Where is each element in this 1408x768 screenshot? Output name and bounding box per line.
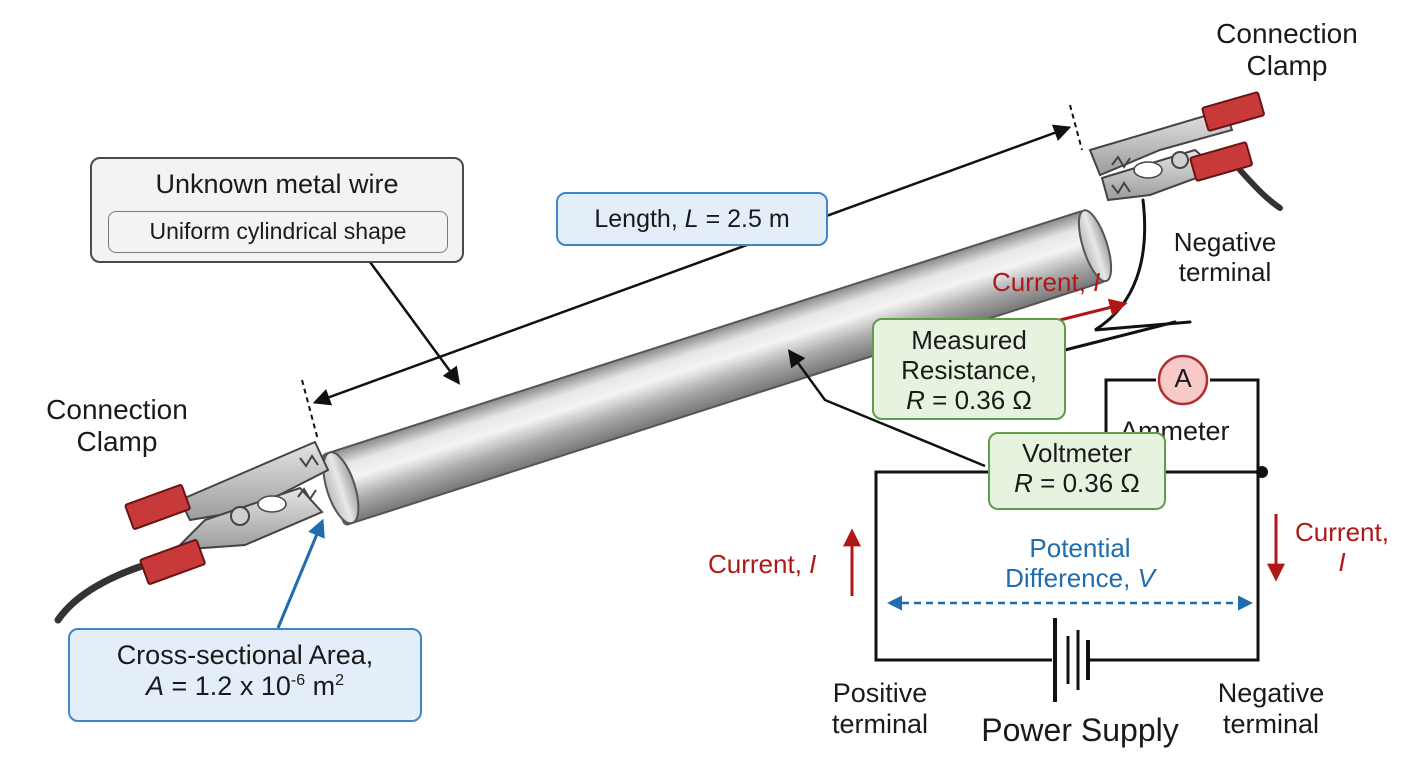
wire-subtitle: Uniform cylindrical shape (108, 211, 448, 253)
potential-line2: Difference, V (960, 562, 1200, 594)
right-clamp-label-line1: Connection (1216, 18, 1358, 49)
bottom-positive-terminal-label: Positive terminal (810, 678, 950, 740)
wire-label-box: Unknown metal wire Uniform cylindrical s… (90, 157, 464, 263)
measured-value: = 0.36 Ω (924, 384, 1032, 415)
current-label-top: Current, I (992, 267, 1101, 298)
right-clamp-label: Connection Clamp (1192, 18, 1382, 82)
area-pointer (276, 518, 325, 629)
length-value: = 2.5 m (698, 205, 790, 233)
voltmeter-pointer (787, 349, 986, 468)
wire-label-pointer (368, 261, 461, 385)
voltmeter-title: Voltmeter (1022, 438, 1132, 468)
area-value-line: A = 1.2 x 10-6 m2 (70, 671, 420, 702)
right-cable (1237, 167, 1283, 211)
left-clamp (124, 440, 330, 585)
lead-wire-2 (1063, 320, 1177, 352)
current-label-right: Current, I (1282, 517, 1402, 578)
area-title: Cross-sectional Area, (116, 640, 374, 670)
left-clamp-label-line1: Connection (46, 394, 188, 425)
bottom-negative-line1: Negative (1217, 678, 1325, 708)
left-clamp-label-line2: Clamp (76, 426, 158, 458)
area-unit: m (305, 671, 336, 702)
current-top-symbol: I (1093, 267, 1101, 297)
circuit (874, 378, 1260, 702)
area-value: = 1.2 x 10 (164, 671, 291, 702)
wire-title: Unknown metal wire (155, 169, 399, 199)
length-arrow (312, 124, 1072, 406)
left-clamp-label: Connection Clamp (22, 394, 212, 458)
ammeter-symbol (1157, 354, 1209, 406)
length-extension-left (301, 379, 319, 441)
area-symbol: A (146, 671, 165, 702)
lead-wire (1094, 198, 1192, 332)
bottom-negative-terminal-label: Negative terminal (1196, 678, 1346, 740)
bottom-positive-line1: Positive (832, 678, 928, 708)
left-cable (54, 558, 159, 624)
measured-symbol: R (906, 384, 925, 415)
length-label: Length, L = 2.5 m (556, 192, 828, 246)
circuit-junction (1256, 466, 1268, 478)
current-right-line1: Current, (1295, 517, 1389, 547)
top-negative-line2: terminal (1178, 256, 1272, 287)
ammeter-symbol-label: A (1174, 363, 1192, 393)
measured-value-line: R = 0.36 Ω (874, 384, 1064, 416)
current-left-prefix: Current, (708, 549, 810, 579)
current-left-symbol: I (809, 549, 817, 579)
measured-line1: Measured (911, 325, 1027, 355)
current-top-prefix: Current, (992, 267, 1094, 297)
area-exponent: -6 (290, 672, 306, 690)
length-prefix: Length, (594, 205, 685, 233)
top-negative-line1: Negative (1173, 227, 1277, 257)
area-unit-exponent: 2 (335, 672, 344, 690)
voltmeter-value: = 0.36 Ω (1032, 467, 1140, 498)
measured-resistance-box: Measured Resistance, R = 0.36 Ω (872, 318, 1066, 420)
current-right-symbol: I (1338, 546, 1346, 577)
measured-line2: Resistance, (901, 354, 1037, 385)
current-label-left: Current, I (708, 549, 817, 580)
voltmeter-box: Voltmeter R = 0.36 Ω (988, 432, 1166, 510)
potential-line1: Potential (1029, 533, 1131, 563)
bottom-positive-line2: terminal (831, 709, 929, 740)
length-symbol: L (684, 205, 699, 233)
power-supply-label: Power Supply (981, 712, 1179, 748)
length-extension-right (1069, 104, 1083, 151)
right-clamp-label-line2: Clamp (1246, 50, 1328, 82)
top-negative-terminal-label: Negative terminal (1150, 227, 1300, 288)
voltmeter-symbol: R (1014, 467, 1033, 498)
potential-line2-prefix: Difference, (1005, 562, 1138, 593)
bottom-negative-line2: terminal (1222, 709, 1320, 740)
potential-symbol: V (1137, 562, 1155, 593)
area-label: Cross-sectional Area, A = 1.2 x 10-6 m2 (68, 628, 422, 722)
potential-difference-label: Potential Difference, V (960, 533, 1200, 594)
right-clamp (1088, 91, 1265, 202)
voltmeter-value-line: R = 0.36 Ω (990, 467, 1164, 499)
current-arrow-top (1059, 298, 1128, 322)
